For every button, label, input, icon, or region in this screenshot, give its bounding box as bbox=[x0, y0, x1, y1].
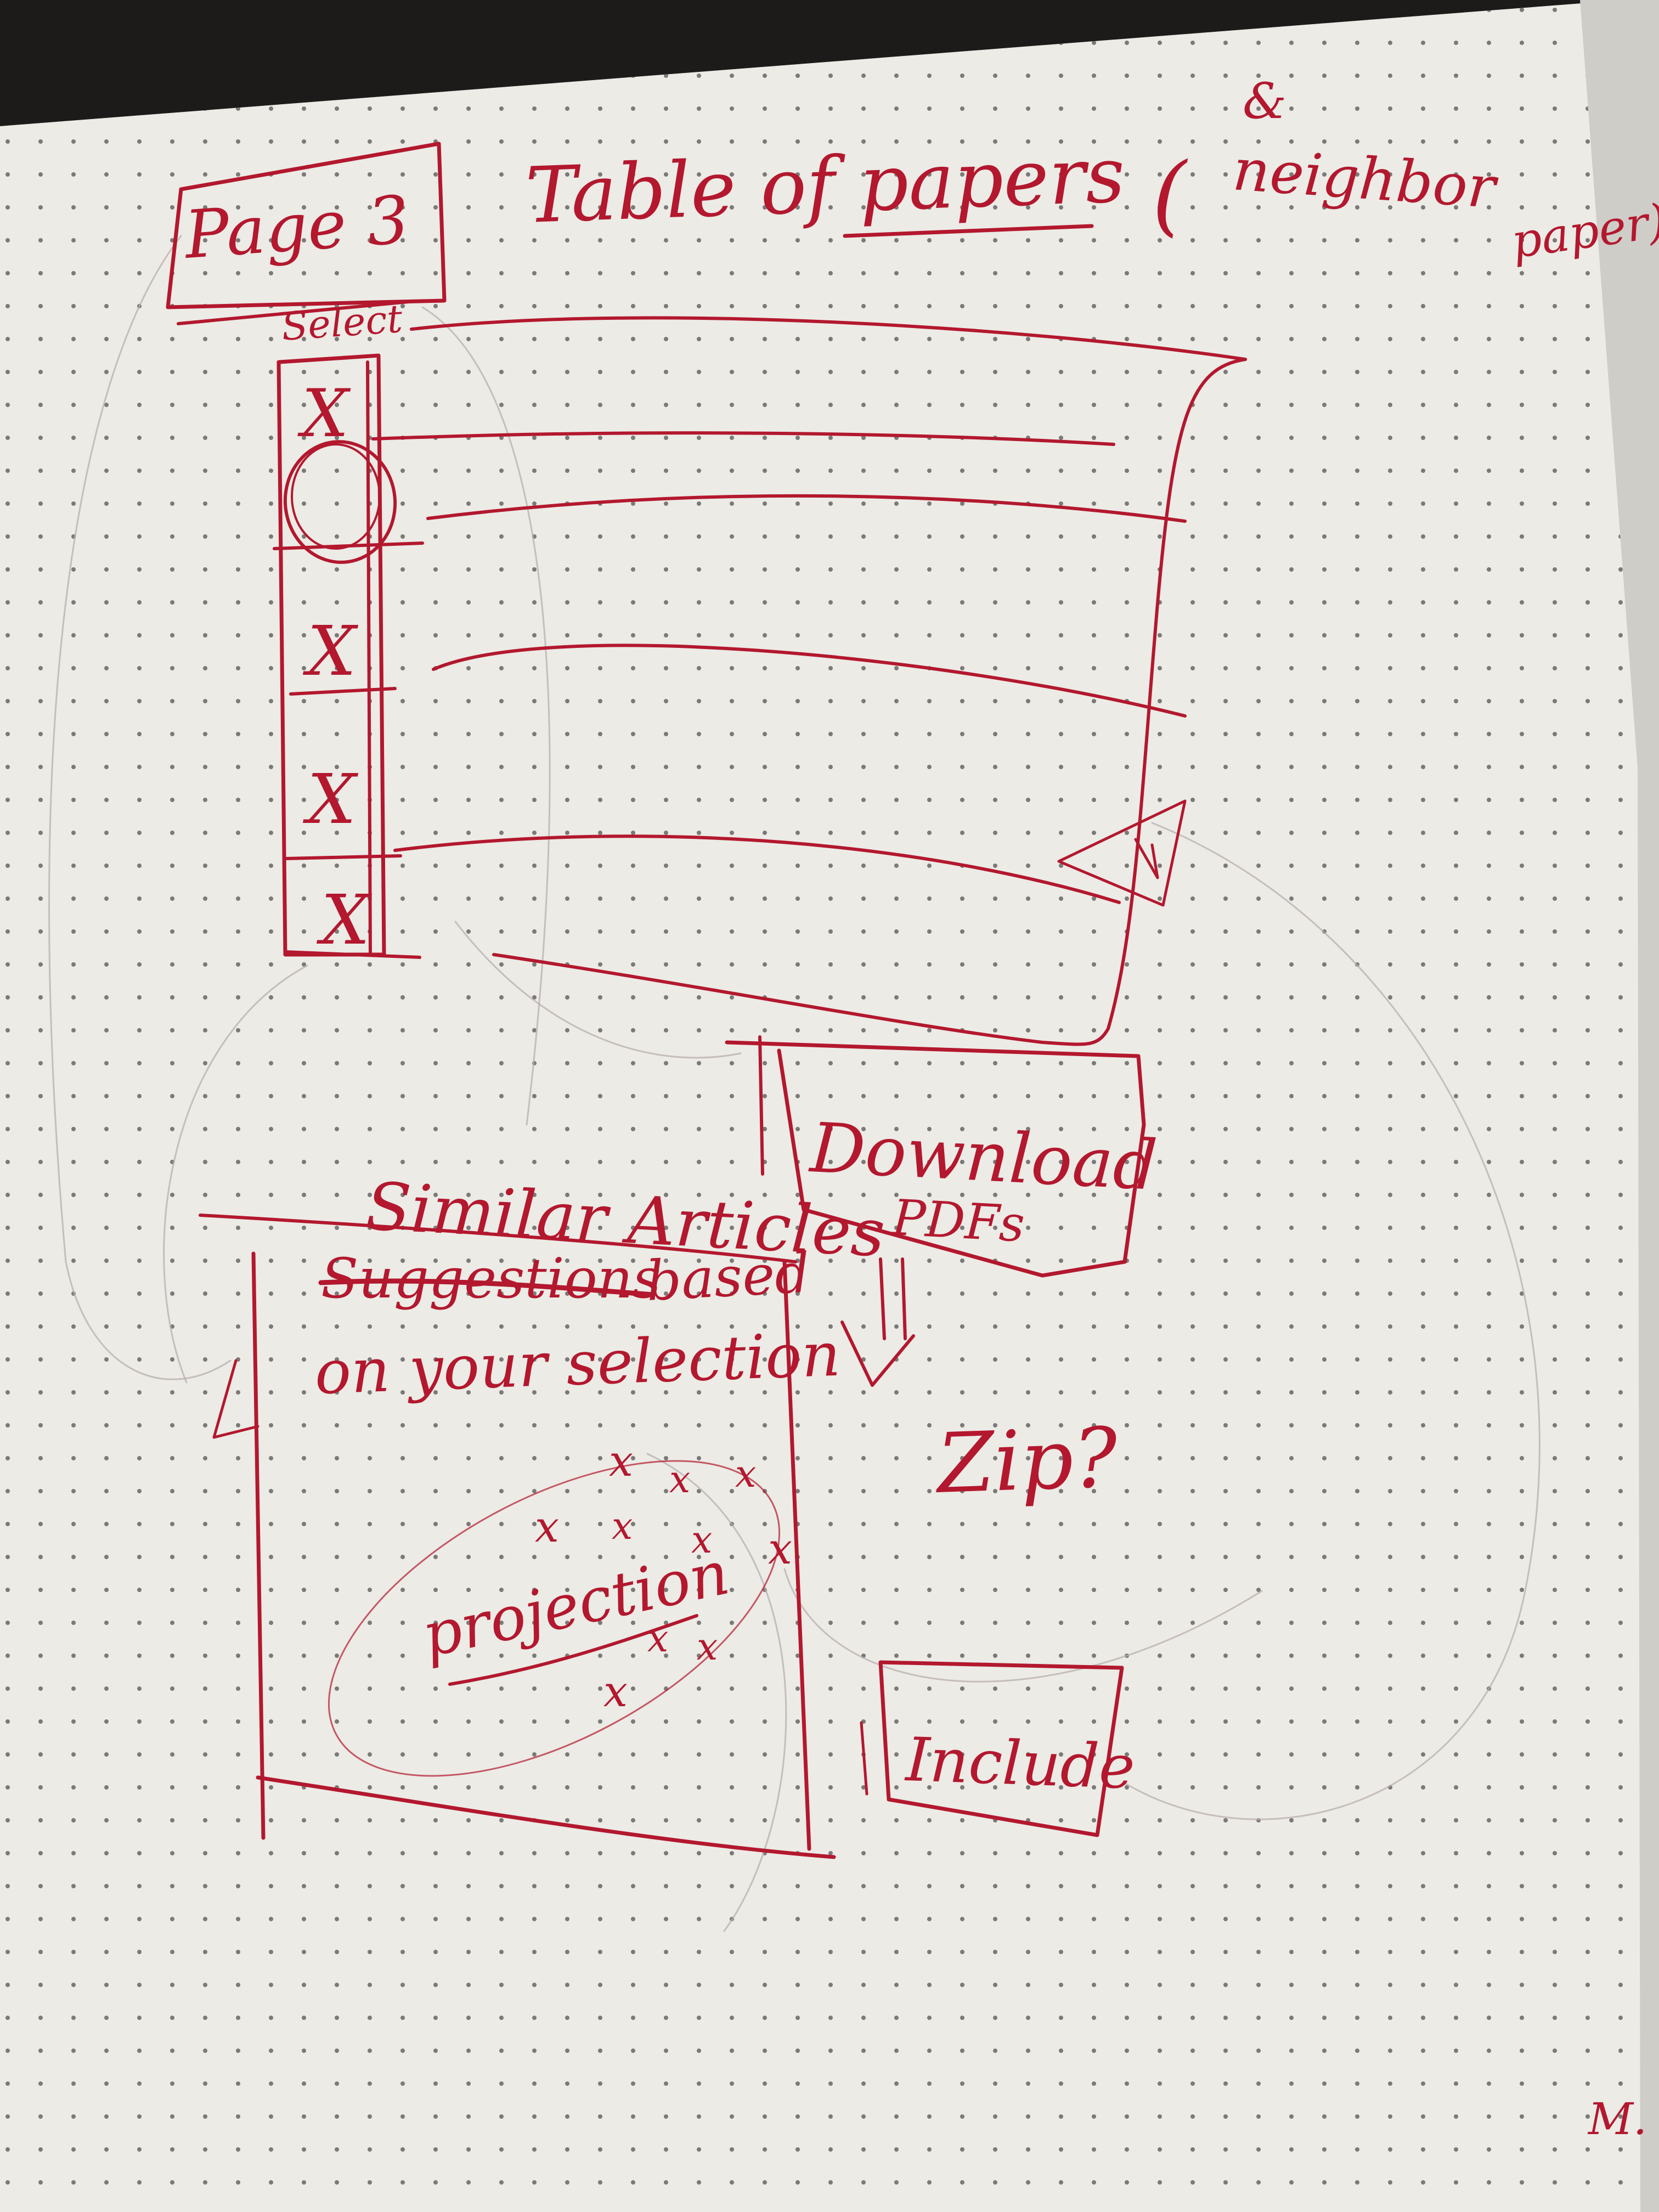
checkbox-row-4[interactable]: X bbox=[302, 760, 359, 839]
scatter-mark: x bbox=[603, 1667, 628, 1717]
scatter-mark: x bbox=[609, 1437, 633, 1486]
table-top-border bbox=[410, 316, 1247, 361]
download-button-line2: PDFs bbox=[890, 1189, 1026, 1254]
download-pdfs-button[interactable]: Download PDFs bbox=[725, 1035, 1159, 1278]
table-bottom-border bbox=[492, 953, 1044, 1044]
select-column-header: Select bbox=[280, 296, 404, 349]
struck-suggestion-word: Suggestions bbox=[321, 1246, 661, 1311]
table-right-border bbox=[1041, 358, 1247, 1046]
checkbox-row-2[interactable]: O bbox=[279, 436, 401, 568]
table-row bbox=[371, 431, 1115, 446]
triangle-icon bbox=[1057, 799, 1187, 907]
scatter-mark: x bbox=[735, 1453, 756, 1496]
include-button[interactable]: Include bbox=[860, 1660, 1136, 1837]
triangle-icon bbox=[1134, 838, 1159, 879]
scatter-mark: x bbox=[768, 1525, 792, 1574]
checkbox-row-3[interactable]: X bbox=[302, 612, 359, 691]
page-title: Table of papers bbox=[524, 131, 1126, 241]
checkbox-row-5[interactable]: X bbox=[316, 881, 373, 960]
title-note-amp: & bbox=[1243, 72, 1286, 130]
similar-articles-panel bbox=[199, 1214, 836, 1859]
suggestion-line1-tail: based bbox=[645, 1241, 811, 1313]
projection-underline bbox=[448, 1614, 698, 1686]
pencil-flow-lines bbox=[48, 235, 1541, 1932]
scatter-mark: x bbox=[697, 1626, 718, 1669]
page-label-box: Page 3 bbox=[166, 142, 447, 325]
checkbox-row-1[interactable]: X bbox=[297, 376, 351, 452]
table-row bbox=[393, 834, 1121, 904]
zip-note: Zip? bbox=[933, 1410, 1120, 1513]
strikethrough bbox=[318, 1278, 656, 1297]
arrow-down-icon bbox=[840, 1257, 915, 1387]
download-button-line1: Download bbox=[807, 1108, 1159, 1206]
papers-table bbox=[371, 316, 1247, 1046]
scatter-mark: x bbox=[612, 1505, 633, 1548]
page-edge bbox=[1580, 0, 1659, 2212]
title-underline bbox=[843, 224, 1094, 238]
projection-cluster bbox=[328, 1460, 781, 1777]
page-label: Page 3 bbox=[181, 182, 411, 274]
corner-mark: M. bbox=[1587, 2094, 1647, 2145]
scatter-mark: x bbox=[691, 1519, 712, 1562]
table-row bbox=[426, 494, 1187, 523]
table-row bbox=[432, 644, 1187, 718]
scatter-mark: x bbox=[535, 1503, 559, 1552]
include-button-label: Include bbox=[904, 1724, 1136, 1803]
scatter-mark: x bbox=[669, 1458, 690, 1502]
scatter-mark: x bbox=[647, 1617, 668, 1661]
title-note-paren: ( bbox=[1152, 143, 1188, 246]
